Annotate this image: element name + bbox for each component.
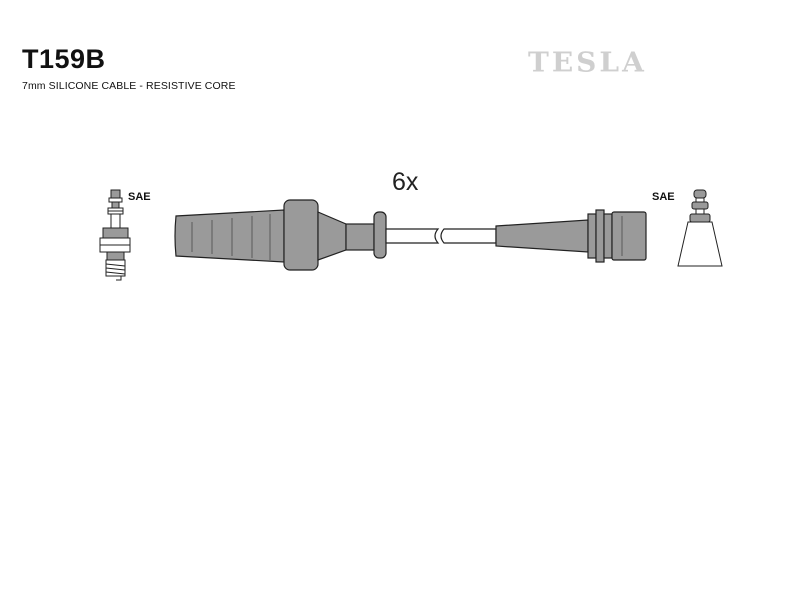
brand-logo: TESLA <box>528 46 647 79</box>
right-terminal-label: SAE <box>652 191 675 203</box>
coil-boot-icon <box>495 209 647 263</box>
coil-terminal-icon <box>677 189 723 267</box>
quantity-label: 6x <box>392 168 419 196</box>
part-number: T159B <box>22 44 106 74</box>
cable-icon <box>385 228 497 244</box>
plug-boot-icon <box>174 199 387 271</box>
spark-plug-icon <box>99 189 131 281</box>
left-terminal-label: SAE <box>128 191 151 203</box>
cable-description: 7mm SILICONE CABLE - RESISTIVE CORE <box>22 80 236 92</box>
